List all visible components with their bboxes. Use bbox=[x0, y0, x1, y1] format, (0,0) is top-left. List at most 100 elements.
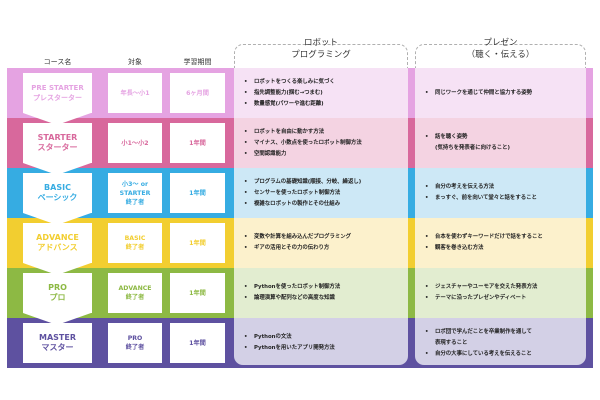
pres-item: •台本を使わずキーワードだけで話をすること bbox=[425, 232, 586, 243]
robot-item: •ロボットを自由に動かす方法 bbox=[244, 127, 408, 138]
robot-item-text: Pythonの文法 bbox=[254, 334, 292, 340]
robot-item: •空間認識能力 bbox=[244, 149, 408, 160]
course-name-en: PRE STARTER bbox=[31, 84, 84, 92]
bullet-icon: • bbox=[244, 100, 248, 107]
robot-cell-basic: •プログラムの基礎知識(順接、分岐、繰返し)•センサーを使ったロボット制御方法•… bbox=[234, 168, 408, 218]
pres-title-line1: プレゼン bbox=[483, 38, 518, 48]
robot-list: •ロボットをつくる楽しみに気づく•指先調整能力(掴む→つまむ)•数量感覚(パワー… bbox=[244, 77, 408, 110]
pres-cell-advance: •台本を使わずキーワードだけで話をすること•観客を巻き込む方法 bbox=[415, 218, 586, 268]
robot-title-line1: ロボット bbox=[303, 38, 338, 48]
presentation-panel: •同じワークを通じて仲間と協力する姿勢•話を聴く姿勢(気持ちを発表者に向けること… bbox=[415, 68, 586, 365]
robot-item: • 数量感覚(パワーや進む距離) bbox=[244, 99, 408, 110]
course-name-en: ADVANCE bbox=[36, 233, 79, 242]
robot-item: •Pythonの文法 bbox=[244, 332, 408, 343]
robot-item-text: センサーを使ったロボット制御方法 bbox=[254, 189, 341, 196]
pres-item-text: ジェスチャーやユーモアを交えた発表方法 bbox=[435, 284, 538, 290]
bullet-icon: • bbox=[244, 284, 248, 290]
course-name-ja: プロ bbox=[49, 293, 66, 302]
robot-item-text: 数量感覚(パワーや進む距離) bbox=[254, 100, 324, 107]
chevron-down-icon bbox=[23, 213, 91, 225]
header-target: 対象 bbox=[128, 58, 142, 66]
pres-item-text: 観客を巻き込む方法 bbox=[435, 245, 484, 251]
robot-item-text: ギアの活用とその力の伝わり方 bbox=[254, 245, 330, 251]
target-line: 終了者 bbox=[125, 294, 145, 301]
period-value: 1年間 bbox=[189, 339, 206, 347]
pres-list: •同じワークを通じて仲間と協力する姿勢 bbox=[425, 88, 586, 99]
pres-item: •ジェスチャーやユーモアを交えた発表方法 bbox=[425, 282, 586, 293]
robot-item-text: マイナス、小数点を使ったロボット制御方法 bbox=[254, 139, 362, 146]
period-cell: 1年間 bbox=[170, 273, 225, 313]
robot-item: • センサーを使ったロボット制御方法 bbox=[244, 188, 408, 199]
robot-cell-pre-starter: •ロボットをつくる楽しみに気づく•指先調整能力(掴む→つまむ)•数量感覚(パワー… bbox=[234, 68, 408, 118]
pres-item-text: 話を聴く姿勢 bbox=[435, 134, 468, 140]
robot-item-text: ロボットを自由に動かす方法 bbox=[254, 128, 325, 135]
pres-item-text: テーマに沿ったプレゼンやディベート bbox=[435, 295, 527, 301]
robot-item: • 変数や計算を組み込んだプログラミング bbox=[244, 232, 408, 243]
pres-item: •テーマに沿ったプレゼンやディベート bbox=[425, 293, 586, 304]
pres-item-text: 自分の考えを伝える方法 bbox=[435, 184, 495, 190]
bullet-icon: • bbox=[244, 78, 248, 85]
pres-list: •ジェスチャーやユーモアを交えた発表方法•テーマに沿ったプレゼンやディベート bbox=[425, 282, 586, 304]
bullet-icon: • bbox=[425, 184, 429, 190]
pres-item: 表現すること bbox=[425, 338, 586, 349]
pres-item-text: 自分の大事にしている考えを伝えること bbox=[435, 350, 532, 357]
pres-item: •観客を巻き込む方法 bbox=[425, 243, 586, 254]
pres-title-line2: （聴く・伝える） bbox=[462, 49, 539, 61]
target-line: PRO bbox=[127, 335, 143, 342]
robot-list: • 変数や計算を組み込んだプログラミング• ギアの活用とその力の伝わり方 bbox=[244, 232, 408, 254]
robot-item: • マイナス、小数点を使ったロボット制御方法 bbox=[244, 138, 408, 149]
robot-item: •プログラムの基礎知識(順接、分岐、繰返し) bbox=[244, 177, 408, 188]
course-name-en: STARTER bbox=[37, 133, 78, 142]
robot-item-text: 複雑なロボットの製作とその仕組み bbox=[254, 200, 341, 207]
robot-item-text: Pythonを用いたアプリ開発方法 bbox=[254, 345, 335, 351]
robot-list: •ロボットを自由に動かす方法• マイナス、小数点を使ったロボット制御方法 •空間認識… bbox=[244, 127, 408, 160]
bullet-icon: • bbox=[244, 345, 248, 351]
robot-item: • 複雑なロボットの製作とその仕組み bbox=[244, 199, 408, 210]
chevron-down-icon bbox=[23, 313, 91, 325]
robot-list: •Pythonを使ったロボット制御方法•論理演算や配列などの高度な知識 bbox=[244, 282, 408, 304]
course-name-ja: マスター bbox=[41, 343, 74, 352]
bullet-icon: • bbox=[244, 295, 248, 301]
pres-cell-pre-starter: •同じワークを通じて仲間と協力する姿勢 bbox=[415, 68, 586, 118]
bullet-icon: • bbox=[425, 195, 429, 201]
target-line: 小3〜 or bbox=[121, 180, 149, 188]
period-cell: 1年間 bbox=[170, 323, 225, 363]
target-cell: 年長〜小1 bbox=[108, 73, 162, 113]
period-value: 1年間 bbox=[189, 189, 206, 197]
robot-item: •Pythonを使ったロボット制御方法 bbox=[244, 282, 408, 293]
bullet-icon: • bbox=[425, 328, 429, 335]
robot-item-text: 変数や計算を組み込んだプログラミング bbox=[254, 234, 352, 240]
pres-item-text: まっすぐ、前を向いて堂々と話をすること bbox=[435, 195, 537, 201]
pres-list: •台本を使わずキーワードだけで話をすること•観客を巻き込む方法 bbox=[425, 232, 586, 254]
target-line: BASIC bbox=[124, 235, 146, 242]
period-value: 6ヶ月間 bbox=[186, 89, 209, 97]
course-name-ja: スターター bbox=[37, 143, 78, 152]
bullet-icon: • bbox=[244, 234, 248, 240]
pres-item: •話を聴く姿勢 bbox=[425, 132, 586, 143]
pres-item-text: 同じワークを通じて仲間と協力する姿勢 bbox=[435, 89, 533, 96]
pres-cell-basic: • 自分の考えを伝える方法 • まっすぐ、前を向いて堂々と話をすること bbox=[415, 168, 586, 218]
bullet-icon: • bbox=[244, 200, 248, 207]
robot-item-text: 空間認識能力 bbox=[254, 150, 287, 157]
pres-item-text: (気持ちを発表者に向けること) bbox=[435, 145, 511, 151]
robot-item-text: ロボットをつくる楽しみに気づく bbox=[254, 78, 335, 85]
bullet-icon: • bbox=[244, 139, 248, 146]
pres-panel-title: プレゼン （聴く・伝える） bbox=[415, 37, 586, 61]
bullet-icon: • bbox=[244, 178, 248, 185]
header-period: 学習期間 bbox=[183, 58, 212, 66]
bullet-icon: • bbox=[244, 189, 248, 196]
period-cell: 1年間 bbox=[170, 123, 225, 163]
pres-item: • まっすぐ、前を向いて堂々と話をすること bbox=[425, 193, 586, 204]
course-name-ja: ベーシック bbox=[37, 193, 78, 202]
pres-list: • 自分の考えを伝える方法 • まっすぐ、前を向いて堂々と話をすること bbox=[425, 182, 586, 204]
robot-title-line2: プログラミング bbox=[287, 49, 355, 61]
